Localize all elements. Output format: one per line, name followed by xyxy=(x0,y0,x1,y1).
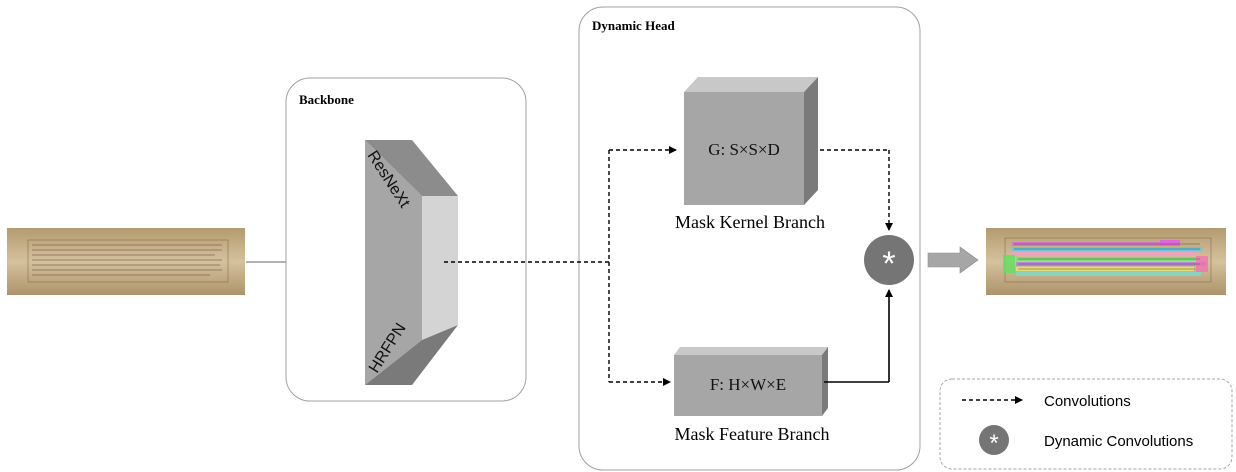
legend-dynamic-symbol: * xyxy=(989,430,998,457)
legend-convolutions-label: Convolutions xyxy=(1044,393,1131,410)
legend-dynamic-operator-icon xyxy=(979,425,1009,455)
dynamic-head-title: Dynamic Head xyxy=(592,18,675,33)
mask-feature-branch-label: Mask Feature Branch xyxy=(675,424,830,444)
feature-to-operator-arrow xyxy=(824,289,893,383)
dynamic-head-panel xyxy=(578,6,921,471)
operator-symbol: * xyxy=(882,245,895,283)
kernel-to-operator-arrow xyxy=(820,149,893,231)
legend-panel xyxy=(939,378,1233,470)
mask-feature-box-label: F: H×W×E xyxy=(710,375,786,394)
output-arrow xyxy=(927,246,979,274)
input-manuscript-image xyxy=(7,228,245,295)
mask-kernel-branch-label: Mask Kernel Branch xyxy=(675,212,825,232)
legend-dynamic-convolutions-label: Dynamic Convolutions xyxy=(1044,433,1193,450)
backbone-title: Backbone xyxy=(299,92,354,107)
dynamic-convolution-operator xyxy=(864,235,914,285)
mask-kernel-box-label: G: S×S×D xyxy=(708,140,780,159)
output-segmented-image xyxy=(986,228,1226,295)
mask-feature-box xyxy=(674,347,828,416)
backbone-to-head-connector xyxy=(444,146,677,386)
mask-kernel-box xyxy=(684,77,818,205)
backbone-network-shape xyxy=(365,140,458,385)
